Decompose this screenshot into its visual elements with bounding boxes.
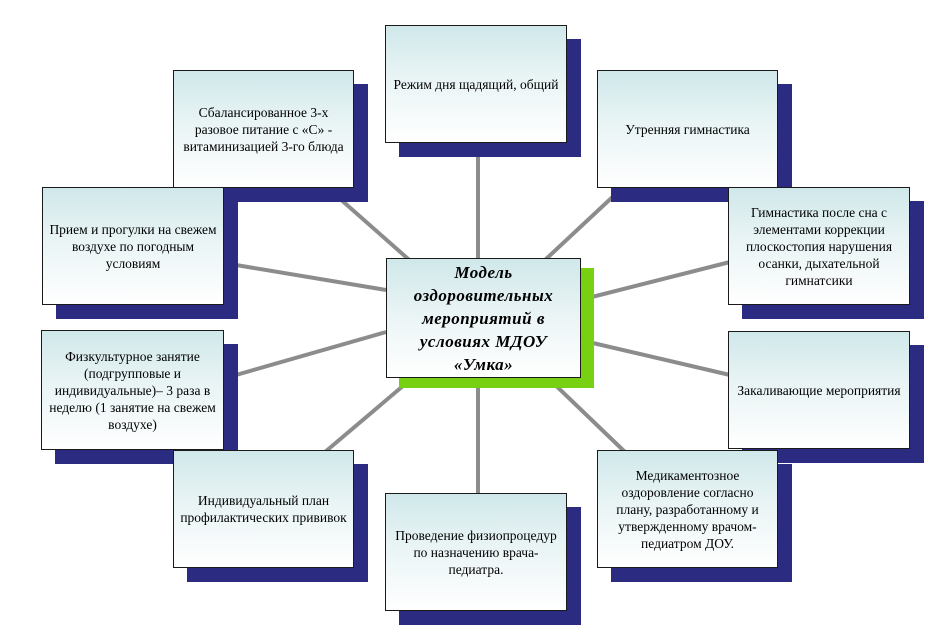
connector-vaccination: [323, 378, 412, 454]
node-vaccination-label: Индивидуальный план профилактических при…: [180, 493, 347, 525]
node-nutrition: Сбалансированное 3-х разовое питание с «…: [173, 70, 354, 188]
connector-pe-class: [235, 330, 387, 377]
connector-walks: [235, 263, 387, 292]
connector-nutrition: [328, 188, 417, 267]
node-after-sleep-gym: Гимнастика после сна с элементами коррек…: [728, 187, 910, 305]
center-node-label: Модель оздоровительных мероприятий в усл…: [413, 262, 554, 374]
node-medication-label: Медикаментозное оздоровление согласно пл…: [616, 467, 759, 551]
node-after-sleep-gym-label: Гимнастика после сна с элементами коррек…: [745, 204, 893, 288]
node-pe-class-label: Физкультурное занятие (подгрупповые и ин…: [49, 348, 216, 432]
node-regime: Режим дня щадящий, общий: [385, 25, 567, 143]
connector-after-sleep-gym: [579, 260, 731, 302]
node-morning-gym: Утренняя гимнастика: [597, 70, 778, 188]
node-hardening-label: Закаливающие мероприятия: [737, 382, 901, 398]
connector-morning-gym: [543, 188, 622, 262]
node-vaccination: Индивидуальный план профилактических при…: [173, 450, 354, 568]
center-node: Модель оздоровительных мероприятий в усл…: [386, 258, 581, 378]
node-medication: Медикаментозное оздоровление согласно пл…: [597, 450, 778, 568]
node-nutrition-label: Сбалансированное 3-х разовое питание с «…: [183, 104, 344, 154]
connector-hardening: [579, 338, 731, 377]
node-pe-class: Физкультурное занятие (подгрупповые и ин…: [41, 330, 224, 450]
node-morning-gym-label: Утренняя гимнастика: [625, 121, 750, 137]
node-hardening: Закаливающие мероприятия: [728, 331, 910, 449]
node-walks: Прием и прогулки на свежем воздухе по по…: [42, 187, 224, 305]
node-physio-label: Проведение физиопроцедур по назначению в…: [395, 527, 557, 577]
connector-medication: [546, 376, 627, 454]
node-physio: Проведение физиопроцедур по назначению в…: [385, 493, 567, 611]
node-regime-label: Режим дня щадящий, общий: [393, 76, 559, 92]
node-walks-label: Прием и прогулки на свежем воздухе по по…: [49, 221, 217, 271]
